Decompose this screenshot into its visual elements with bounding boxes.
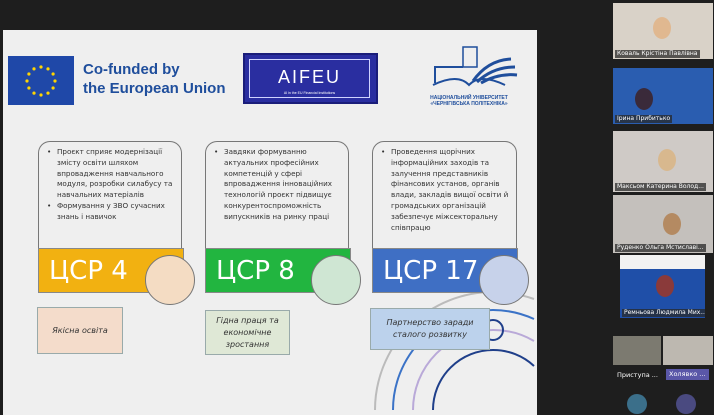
card-bullet: Завдяки формуванню актуальних професійни… bbox=[214, 147, 344, 223]
participant-video-tile[interactable]: Ремньова Людмила Мих... bbox=[620, 255, 705, 318]
university-emblem-icon bbox=[432, 46, 518, 87]
participant-video-tile[interactable] bbox=[663, 336, 713, 365]
card-bullet: Проведення щорічних інформаційних заході… bbox=[381, 147, 512, 233]
participant-avatar bbox=[658, 149, 676, 171]
participant-video-tile[interactable]: Ірина Прибитько bbox=[613, 68, 713, 124]
sdg17-label: Партнерство заради сталого розвитку bbox=[370, 308, 490, 350]
university-name-line1: НАЦІОНАЛЬНИЙ УНІВЕРСИТЕТ bbox=[430, 95, 508, 101]
participant-name: Коваль Крістіна Павлівна bbox=[615, 50, 700, 58]
sdg17-description-card: Проведення щорічних інформаційних заході… bbox=[372, 141, 517, 249]
participant-name: Приступа ... bbox=[617, 371, 658, 379]
participant-name: Ремньова Людмила Мих... bbox=[622, 309, 705, 317]
aifeu-title: AIFEU bbox=[277, 67, 341, 87]
sdg8-label: Гідна праця та економічне зростання bbox=[205, 310, 290, 355]
shared-slide: Co-funded by the European Union AIFEU AI… bbox=[3, 30, 537, 415]
meeting-control-button[interactable] bbox=[676, 394, 696, 414]
eu-text-line2: the European Union bbox=[83, 80, 226, 97]
eu-cofunded-text: Co-funded by the European Union bbox=[83, 60, 226, 98]
participant-avatar bbox=[653, 17, 671, 39]
participant-video-tile[interactable] bbox=[613, 336, 661, 365]
participant-avatar bbox=[656, 275, 674, 297]
card-bullet: Формування у ЗВО сучасних знань і навичо… bbox=[47, 201, 177, 223]
eu-flag-logo bbox=[8, 56, 74, 105]
sdg4-description-card: Проєкт сприяє модернізації змісту освіти… bbox=[38, 141, 182, 249]
sdg17-circle-icon bbox=[479, 255, 529, 305]
shared-banner bbox=[620, 255, 705, 269]
meeting-control-button[interactable] bbox=[627, 394, 647, 414]
participant-video-tile[interactable]: Максьом Катерина Волод... bbox=[613, 131, 713, 192]
university-name-line2: «ЧЕРНІГІВСЬКА ПОЛІТЕХНІКА» bbox=[430, 101, 508, 107]
participant-avatar bbox=[663, 213, 681, 235]
eu-text-line1: Co-funded by bbox=[83, 61, 180, 78]
sdg8-description-card: Завдяки формуванню актуальних професійни… bbox=[205, 141, 349, 249]
participant-name: Ірина Прибитько bbox=[615, 115, 673, 123]
card-bullet: Проєкт сприяє модернізації змісту освіти… bbox=[47, 147, 177, 201]
participant-video-tile[interactable]: Руденко Ольга Мстиславі... bbox=[613, 195, 713, 253]
sdg8-circle-icon bbox=[311, 255, 361, 305]
participant-name: Руденко Ольга Мстиславі... bbox=[615, 244, 706, 252]
participant-name: Холявко ... bbox=[666, 369, 709, 380]
university-logo: НАЦІОНАЛЬНИЙ УНІВЕРСИТЕТ «ЧЕРНІГІВСЬКА П… bbox=[413, 45, 525, 107]
participant-name: Максьом Катерина Волод... bbox=[615, 183, 706, 191]
aifeu-subtitle: AI in the EU Financial Institutions bbox=[283, 91, 336, 95]
participant-video-tile[interactable]: Коваль Крістіна Павлівна bbox=[613, 3, 713, 59]
aifeu-logo: AIFEU AI in the EU Financial Institution… bbox=[243, 53, 378, 104]
sdg4-circle-icon bbox=[145, 255, 195, 305]
participant-avatar bbox=[635, 88, 653, 110]
sdg4-label: Якісна освіта bbox=[37, 307, 123, 354]
